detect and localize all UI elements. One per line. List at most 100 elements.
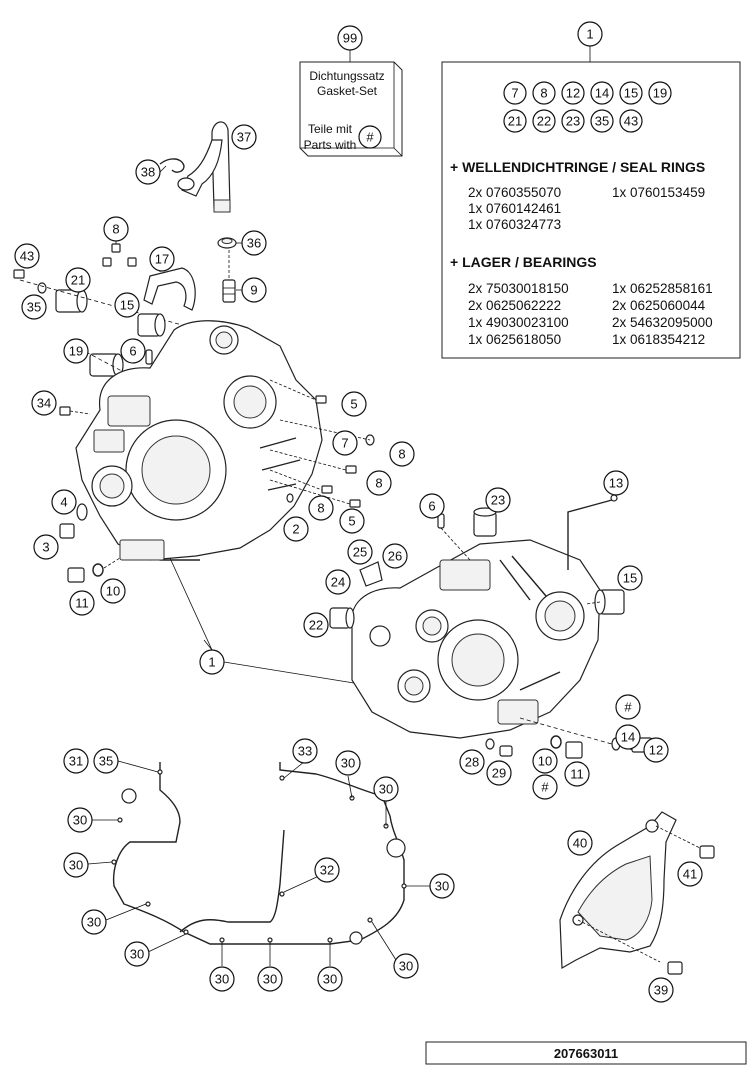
right-crankcase-half: [351, 539, 601, 739]
svg-text:26: 26: [388, 549, 402, 564]
callout-25: 25: [347, 539, 373, 565]
callout-35-top: 35: [21, 294, 47, 320]
svg-text:22: 22: [537, 114, 551, 129]
svg-text:30: 30: [87, 915, 101, 930]
bearing-item: 1x 49030023100: [468, 315, 569, 330]
callout-14: 14: [615, 724, 641, 750]
callout-24: 24: [325, 569, 351, 595]
callout-38: 38: [135, 159, 161, 185]
svg-text:30: 30: [215, 972, 229, 987]
svg-text:23: 23: [491, 493, 505, 508]
callout-1-main: 1: [199, 649, 225, 675]
svg-text:43: 43: [20, 249, 34, 264]
svg-text:43: 43: [624, 114, 638, 129]
bearings-heading: + LAGER / BEARINGS: [450, 254, 597, 270]
svg-text:10: 10: [538, 754, 552, 769]
callout-28: 28: [459, 749, 485, 775]
bracket-17: [143, 267, 196, 311]
svg-text:40: 40: [573, 836, 587, 851]
callout-40: 40: [567, 830, 593, 856]
callout-34: 34: [31, 390, 57, 416]
svg-text:31: 31: [69, 754, 83, 769]
fitting-9: [222, 250, 236, 303]
plug-3: [59, 523, 75, 539]
callout-15-right: 15: [617, 565, 643, 591]
svg-text:8: 8: [375, 476, 382, 491]
svg-text:29: 29: [492, 766, 506, 781]
screw-39: [667, 961, 683, 975]
callout-30-right: 30: [429, 873, 455, 899]
seal-ring-item: 1x 0760153459: [612, 185, 705, 200]
svg-text:9: 9: [250, 283, 257, 298]
svg-text:11: 11: [75, 596, 89, 611]
info-row1: 7 8 12 14 15 19: [503, 81, 672, 105]
bushing-21: [55, 289, 88, 313]
svg-text:41: 41: [683, 867, 697, 882]
bearing-item: 1x 0618354212: [612, 332, 705, 347]
svg-text:30: 30: [323, 972, 337, 987]
svg-text:35: 35: [99, 754, 113, 769]
svg-text:19: 19: [69, 344, 83, 359]
svg-text:12: 12: [649, 743, 663, 758]
svg-text:30: 30: [73, 813, 87, 828]
callout-13: 13: [603, 470, 629, 496]
svg-text:30: 30: [379, 782, 393, 797]
info-row2: 21 22 23 35 43: [503, 109, 643, 133]
info-box-frame: [441, 61, 741, 359]
callout-11-left: 11: [69, 590, 95, 616]
svg-text:22: 22: [309, 618, 323, 633]
callout-39: 39: [648, 977, 674, 1003]
screws-left-case-right: [269, 379, 375, 508]
svg-text:14: 14: [621, 730, 635, 745]
svg-text:30: 30: [435, 879, 449, 894]
info-box: 1 7 8 12 14 15 19 21 22 23 35 43 + WELLE…: [441, 21, 741, 359]
svg-text:15: 15: [623, 571, 637, 586]
hose-clamp: [159, 158, 185, 173]
bracket-24: [359, 561, 383, 587]
callout-32: 32: [314, 857, 340, 883]
callout-8-right-a: 8: [389, 441, 415, 467]
callout-5-top: 5: [341, 391, 367, 417]
svg-text:32: 32: [320, 863, 334, 878]
svg-text:#: #: [624, 700, 632, 715]
callout-31: 31: [63, 748, 89, 774]
callout-6-right: 6: [419, 493, 445, 519]
callout-30-bottom-d: 30: [317, 966, 343, 992]
callout-30-left-c: 30: [81, 909, 107, 935]
bushing-22: [329, 607, 355, 629]
screws-8-top: [102, 243, 137, 267]
callout-3: 3: [33, 534, 59, 560]
callout-30-bottom-b: 30: [209, 966, 235, 992]
breather-hose: [177, 121, 231, 213]
left-crankcase-half: [75, 320, 323, 561]
seal-ring-item: 1x 0760142461: [468, 201, 561, 216]
svg-text:13: 13: [609, 476, 623, 491]
svg-text:6: 6: [428, 499, 435, 514]
callout-10-left: 10: [100, 578, 126, 604]
plug-11-left: [67, 567, 85, 583]
callout-5-bottom: 5: [339, 508, 365, 534]
callout-7: 7: [332, 430, 358, 456]
svg-text:21: 21: [508, 114, 522, 129]
callout-9: 9: [241, 277, 267, 303]
callout-26: 26: [382, 543, 408, 569]
drawing-number: 207663011: [554, 1046, 618, 1061]
svg-text:11: 11: [570, 767, 584, 782]
svg-text:10: 10: [106, 584, 120, 599]
svg-text:7: 7: [511, 86, 518, 101]
svg-text:35: 35: [27, 300, 41, 315]
svg-text:30: 30: [341, 756, 355, 771]
screw-34: [59, 406, 71, 416]
svg-text:8: 8: [112, 222, 119, 237]
callout-hash-right-bottom: #: [532, 774, 558, 800]
svg-text:12: 12: [566, 86, 580, 101]
svg-text:23: 23: [566, 114, 580, 129]
svg-text:#: #: [366, 130, 374, 145]
bearing-item: 1x 0625618050: [468, 332, 561, 347]
callout-22: 22: [303, 612, 329, 638]
callout-30-top-right: 30: [373, 776, 399, 802]
svg-text:1: 1: [586, 27, 593, 42]
callout-8-right-b: 8: [366, 470, 392, 496]
washer-35: [37, 282, 47, 294]
parts-with-label-de: Teile mit: [308, 122, 353, 136]
